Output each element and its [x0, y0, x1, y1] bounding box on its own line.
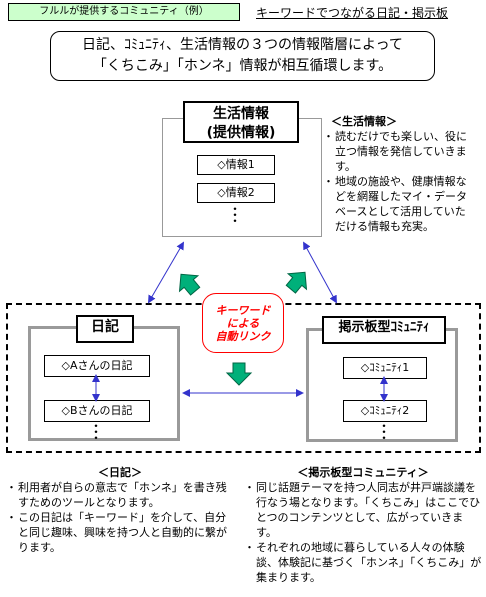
life-info-item-1[interactable]: ◇情報1 [197, 155, 275, 175]
diary-note: ＜日記＞ 利用者が自らの意志で「ホンネ」を書き残すためのツールとなります。 この… [6, 465, 234, 555]
intro-box: 日記、ｺﾐｭﾆﾃｨ、生活情報の３つの情報階層によって 「くちこみ」「ホンネ」情報… [50, 31, 435, 81]
green-arrow-up-right [285, 271, 308, 294]
board-note-bullet-2: それぞれの地域に暮らしている人々の体験談、体験記に基づく「ホンネ」「くちこみ」が… [244, 540, 482, 585]
diary-note-bullet-2: この日記は「キーワード」を介して、自分と同じ趣味、興味を持つ人と自動的に繋がりま… [6, 510, 234, 555]
diary-title: 日記 [76, 315, 134, 343]
keyword-diary-board-link[interactable]: キーワードでつながる日記・掲示板 [256, 6, 449, 20]
diary-note-bullet-1: 利用者が自らの意志で「ホンネ」を書き残すためのツールとなります。 [6, 480, 234, 510]
life-info-note: ＜生活情報＞ 読むだけでも楽しい、役に立つ情報を発信していきます。 地域の施設や… [323, 114, 473, 234]
life-info-title-line1: 生活情報 [213, 106, 269, 122]
keyword-auto-link-callout: キーワード による 自動リンク [202, 293, 284, 353]
intro-line-2: 「くちこみ」「ホンネ」情報が相互循環します。 [92, 58, 393, 74]
auto-link-line3: 自動リンク [215, 329, 271, 343]
auto-link-line2: による [226, 316, 260, 330]
green-arrow-down [225, 362, 253, 386]
board-note: ＜掲示板型コミュニティ＞ 同じ話題テーマを持つ人同志が井戸端談議を行なう場となり… [244, 465, 482, 585]
board-note-heading: ＜掲示板型コミュニティ＞ [297, 466, 429, 479]
intro-line-1: 日記、ｺﾐｭﾆﾃｨ、生活情報の３つの情報階層によって [82, 37, 403, 53]
life-info-note-bullet-1: 読むだけでも楽しい、役に立つ情報を発信していきます。 [323, 129, 473, 174]
life-info-item-2[interactable]: ◇情報2 [197, 183, 275, 203]
board-note-bullet-1: 同じ話題テーマを持つ人同志が井戸端談議を行なう場となります。「くちこみ」はここで… [244, 480, 482, 540]
green-arrow-up-left [178, 273, 201, 296]
life-info-title: 生活情報 (提供情報) [183, 101, 299, 143]
community-example-tag: フルルが提供するコミュニティ（例） [8, 3, 240, 21]
auto-link-line1: キーワード [215, 303, 271, 317]
board-life-connector [303, 241, 337, 304]
life-info-note-bullet-2: 地域の施設や、健康情報などを網羅したマイ・データベースとして活用していただける情… [323, 174, 473, 234]
diary-life-connector [147, 241, 185, 304]
life-info-title-line2: (提供情報) [206, 125, 276, 141]
board-title: 掲示板型ｺﾐｭﾆﾃｨ [322, 316, 446, 344]
life-info-note-heading: ＜生活情報＞ [331, 115, 397, 128]
diary-note-heading: ＜日記＞ [98, 466, 142, 479]
